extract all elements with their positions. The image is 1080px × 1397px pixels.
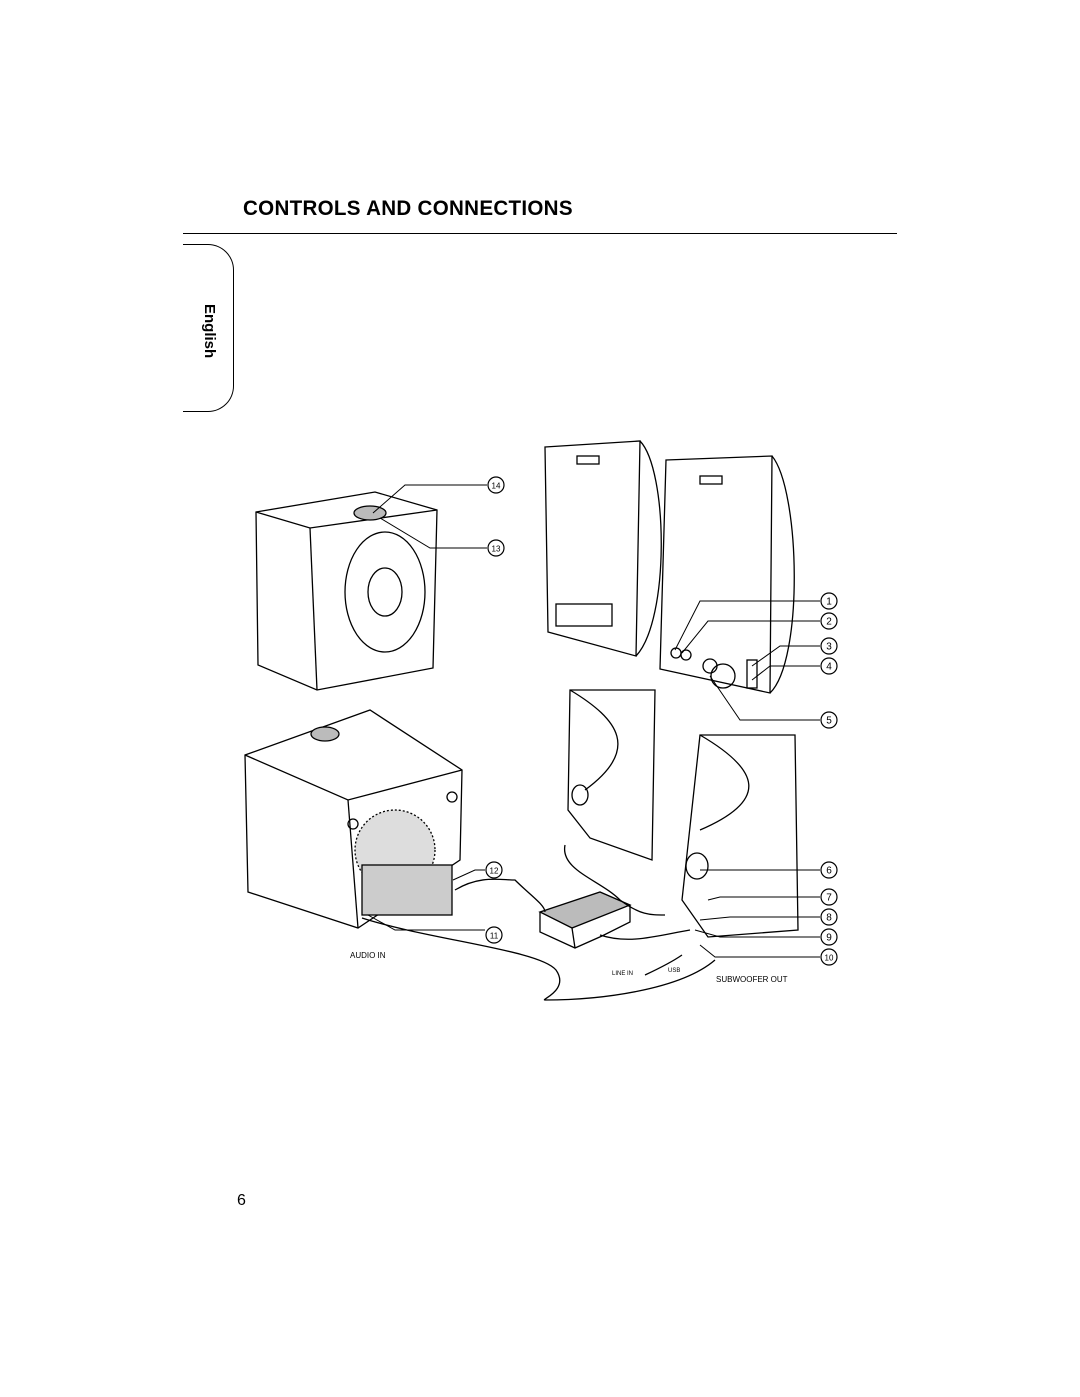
speaker-system-diagram: 1 2 3 4 5 6 7 8 9 10 11 12 13 14 AUDIO I…	[244, 440, 838, 1001]
power-adapter	[538, 891, 632, 949]
callout-5	[820, 711, 838, 729]
callout-8	[820, 908, 838, 926]
callout-7	[820, 888, 838, 906]
callout-4	[820, 657, 838, 675]
callout-2-label: 2	[826, 617, 832, 628]
callout-14	[487, 476, 505, 494]
callout-14-label: 14	[492, 482, 501, 491]
callout-5-label: 5	[826, 716, 832, 727]
callout-13-label: 13	[492, 545, 501, 554]
callout-9	[820, 928, 838, 946]
callout-13	[487, 539, 505, 557]
callout-circles	[485, 476, 838, 966]
satellite-speakers-back	[567, 689, 799, 938]
callout-3-label: 3	[826, 642, 832, 653]
callout-11-label: 11	[490, 932, 499, 941]
callout-4-label: 4	[826, 662, 832, 673]
callout-8-label: 8	[826, 913, 832, 924]
page-number: 6	[237, 1192, 246, 1209]
callout-6-label: 6	[826, 866, 832, 877]
line-in-label: LINE IN	[612, 971, 633, 977]
callout-10-label: 10	[825, 954, 834, 963]
callout-10	[820, 948, 838, 966]
callout-9-label: 9	[826, 933, 832, 944]
callout-7-label: 7	[826, 893, 832, 904]
callout-leaders	[367, 484, 820, 958]
callout-12-label: 12	[490, 867, 499, 876]
callout-11	[485, 926, 503, 944]
subwoofer-back	[244, 709, 463, 929]
callout-12	[485, 861, 503, 879]
language-tab-label: English	[201, 304, 218, 359]
title-rule	[183, 233, 897, 234]
satellite-speakers-front	[544, 440, 795, 694]
subwoofer-out-label: SUBWOOFER OUT	[716, 975, 788, 984]
callout-1-label: 1	[826, 597, 832, 608]
callout-2	[820, 612, 838, 630]
audio-in-label: AUDIO IN	[350, 951, 386, 960]
callout-6	[820, 861, 838, 879]
page-title: CONTROLS AND CONNECTIONS	[243, 197, 573, 220]
usb-label: USB	[668, 968, 680, 974]
subwoofer-front	[255, 491, 438, 691]
language-tab	[183, 244, 234, 412]
callout-3	[820, 637, 838, 655]
callout-1	[820, 592, 838, 610]
cables	[361, 844, 716, 1001]
